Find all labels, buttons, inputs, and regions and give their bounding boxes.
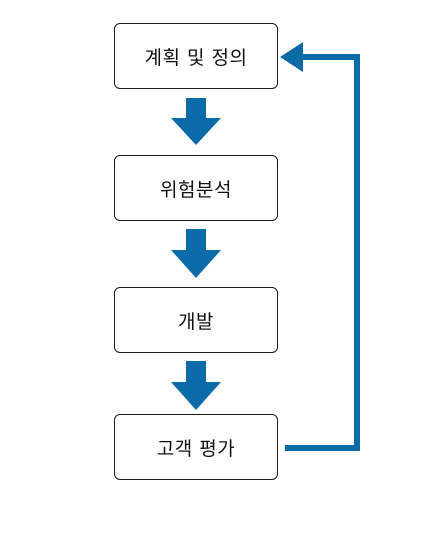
step-label-risk-analysis: 위험분석 (160, 178, 232, 201)
step-box-planning: 계획 및 정의 (114, 23, 278, 89)
feedback-loop-line (285, 54, 360, 451)
step-label-planning: 계획 및 정의 (144, 46, 248, 69)
step-label-development: 개발 (178, 310, 214, 333)
step-box-risk-analysis: 위험분석 (114, 155, 278, 221)
down-arrow-2 (171, 229, 221, 278)
step-box-customer-evaluation: 고객 평가 (114, 414, 278, 480)
step-label-customer-evaluation: 고객 평가 (156, 437, 236, 460)
step-box-development: 개발 (114, 287, 278, 353)
down-arrow-3 (171, 361, 221, 410)
down-arrow-1 (171, 98, 221, 145)
feedback-arrowhead (280, 42, 303, 72)
